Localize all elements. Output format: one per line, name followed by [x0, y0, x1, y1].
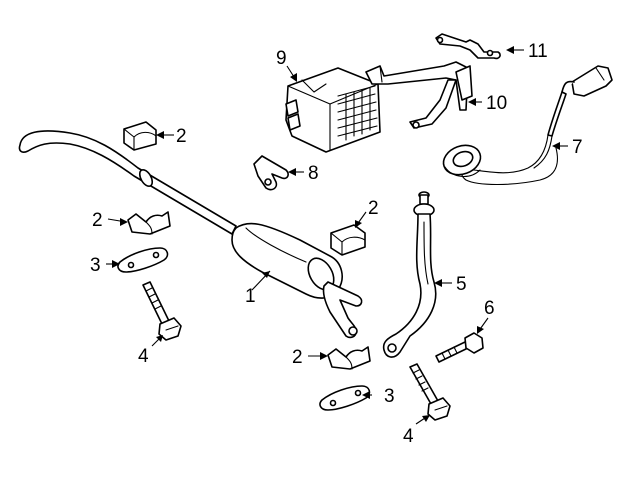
callout-2-lower: 2 — [292, 347, 303, 368]
callout-2-top-left: 2 — [176, 126, 187, 147]
callout-11: 11 — [528, 41, 548, 62]
callout-2-right: 2 — [368, 198, 379, 219]
callout-6: 6 — [484, 298, 495, 319]
bushing-lower — [327, 346, 371, 370]
clamp-bracket-right — [319, 385, 371, 411]
callout-7: 7 — [572, 137, 583, 158]
module-bracket — [365, 61, 473, 129]
bushing-mid-left — [127, 211, 171, 235]
clamp-bracket-left — [117, 247, 169, 273]
callout-labels: 1 2 2 2 2 3 3 4 4 5 6 7 8 9 10 11 — [90, 41, 583, 447]
bolt-left — [142, 281, 182, 341]
callout-1: 1 — [245, 286, 256, 307]
callout-2-mid-left: 2 — [92, 210, 103, 231]
link-bolt — [435, 332, 484, 363]
callout-3-left: 3 — [90, 255, 101, 276]
callout-8: 8 — [308, 163, 319, 184]
small-bracket — [435, 33, 501, 60]
control-module — [285, 67, 381, 153]
leader-lines — [106, 46, 568, 425]
stabilizer-bar — [18, 130, 363, 339]
callout-4-right: 4 — [403, 426, 414, 447]
bushing-right — [330, 224, 366, 256]
callout-10: 10 — [486, 93, 507, 114]
callout-5: 5 — [456, 274, 467, 295]
clip — [253, 155, 289, 191]
callout-9: 9 — [276, 48, 287, 69]
sensor-harness — [442, 65, 613, 185]
stabilizer-link — [382, 191, 437, 358]
bushing-top-left — [123, 121, 157, 151]
callout-3-right: 3 — [384, 386, 395, 407]
bolt-right — [409, 363, 451, 421]
callout-4-left: 4 — [138, 346, 149, 367]
